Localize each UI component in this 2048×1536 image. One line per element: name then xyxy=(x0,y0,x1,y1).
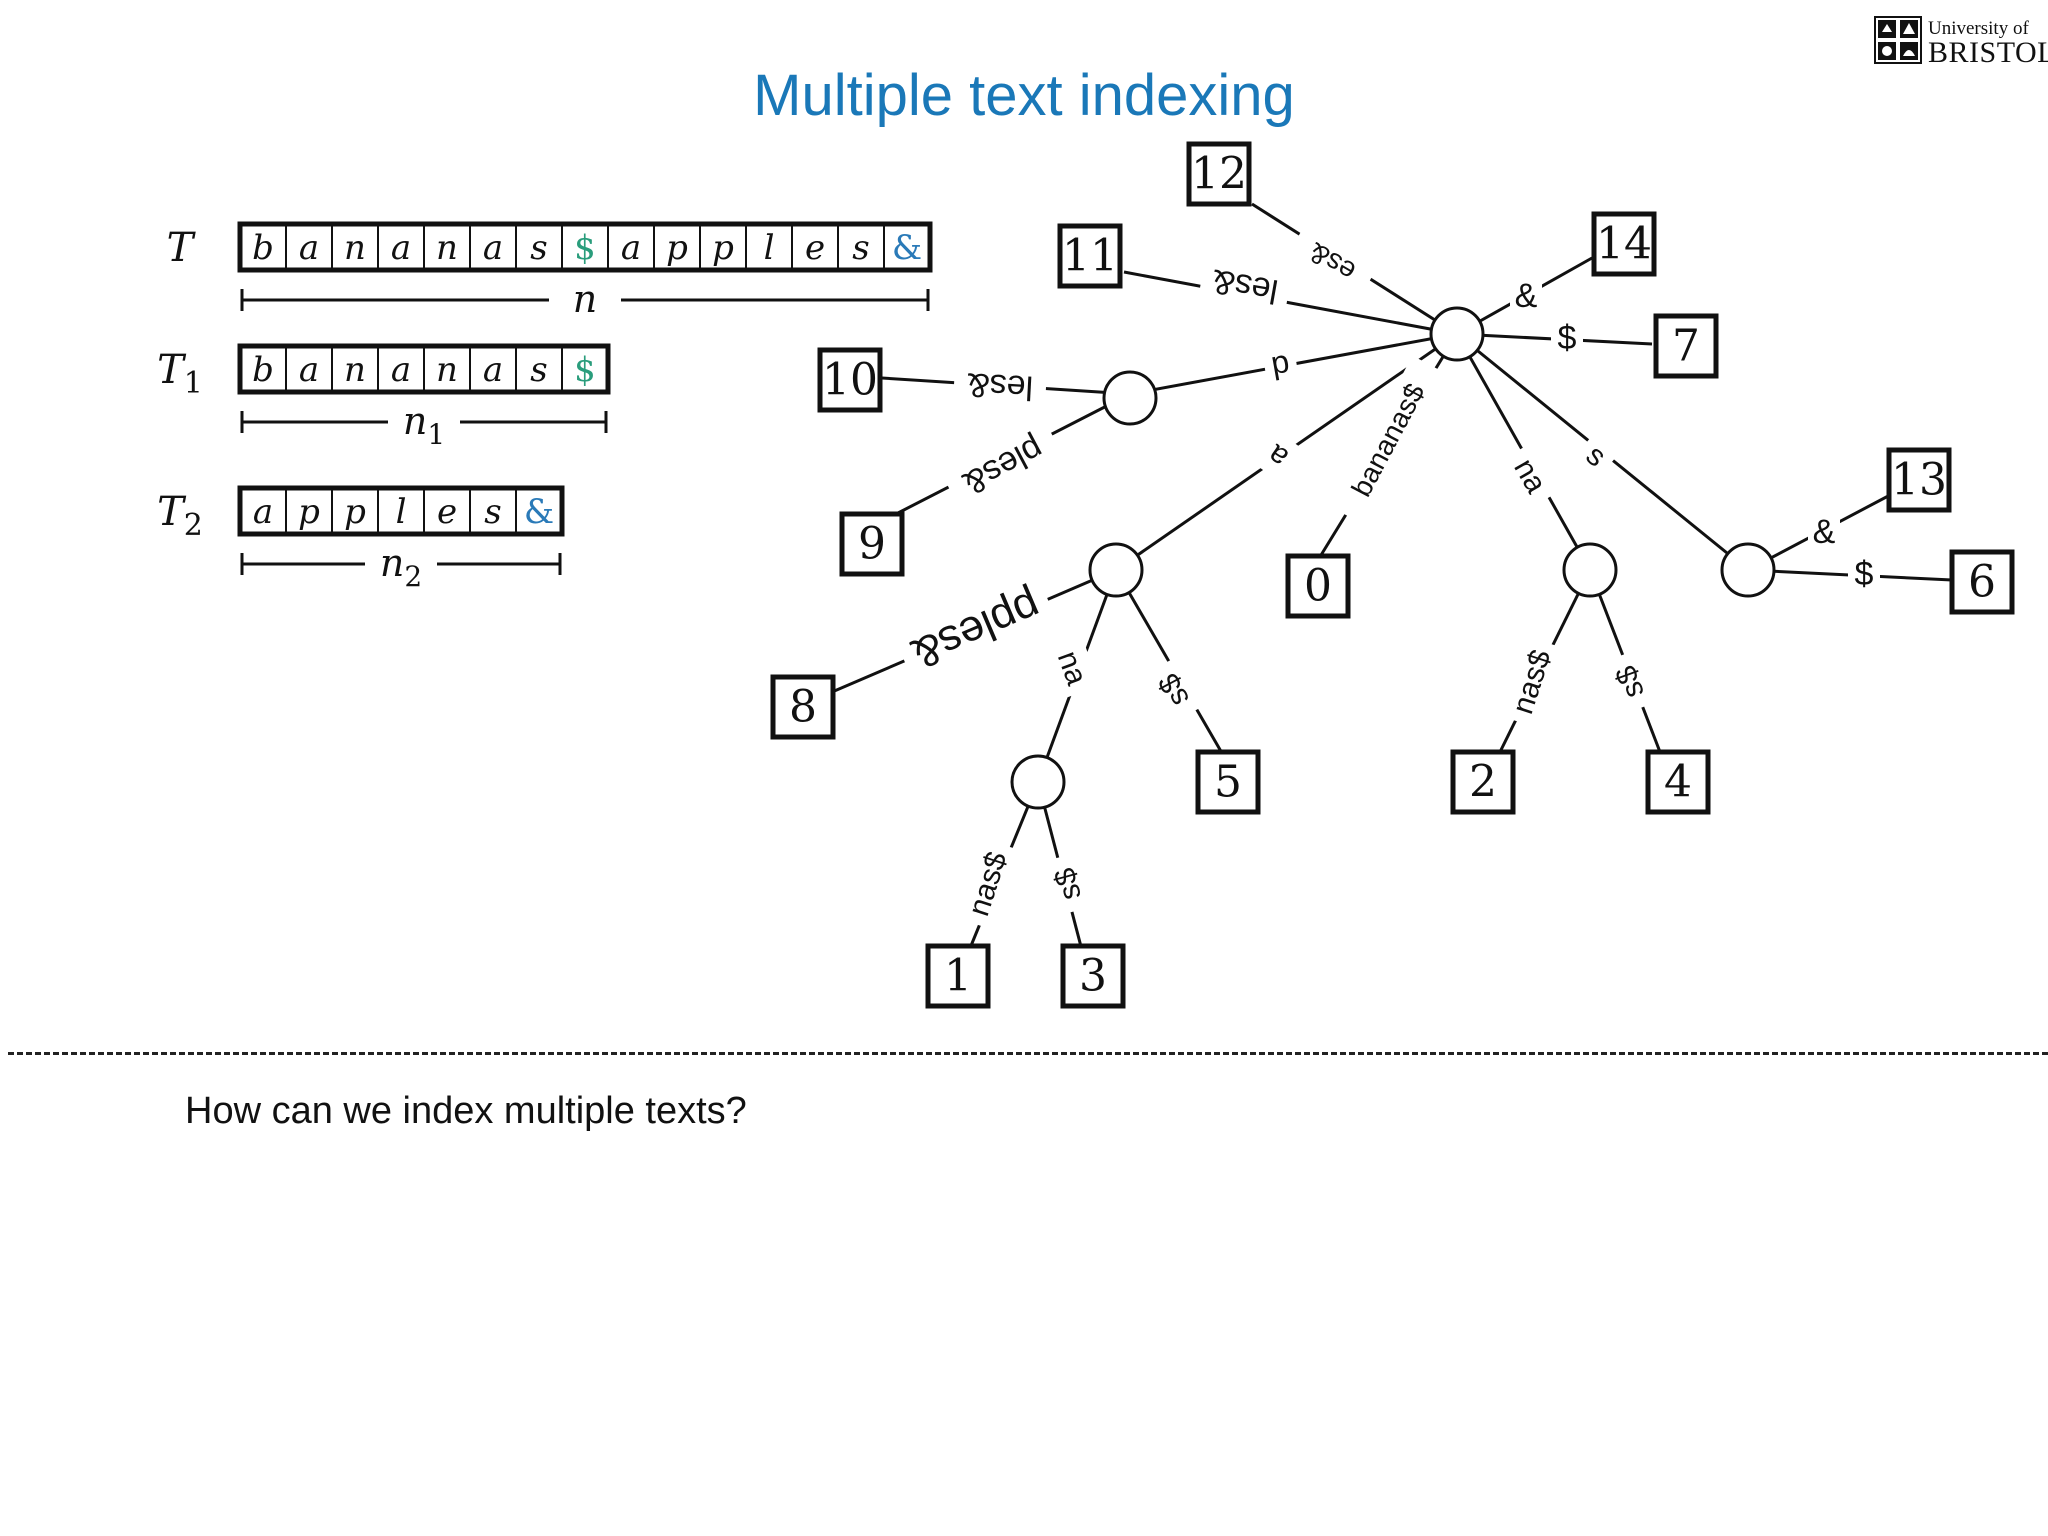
array-cell-char: s xyxy=(852,228,869,268)
leaf-0: 0 xyxy=(1304,561,1332,612)
array-cell-char: p xyxy=(298,492,320,532)
array-name: T2 xyxy=(157,489,203,543)
edge-label-a-8: pples& xyxy=(905,581,1048,679)
edge-label-s-6: $ xyxy=(1855,555,1874,593)
array-cell-char: l xyxy=(764,228,775,268)
length-label: n xyxy=(573,277,597,321)
tree-edge xyxy=(1123,270,1458,336)
leaf-14: 14 xyxy=(1596,219,1652,270)
edge-label-root-7: $ xyxy=(1558,319,1577,357)
leaf-5: 5 xyxy=(1214,757,1242,808)
array-cell-char: b xyxy=(252,350,274,390)
edge-label-root-p: p xyxy=(1268,343,1292,382)
array-cell-char: n xyxy=(344,228,366,268)
array-cell-char: $ xyxy=(574,350,596,390)
slide-question: How can we index multiple texts? xyxy=(185,1090,747,1132)
array-name-subscript: 2 xyxy=(184,508,203,543)
length-label: n2 xyxy=(380,541,422,593)
array-cell-char: a xyxy=(391,228,411,268)
array-cell-char: n xyxy=(436,228,458,268)
length-label-subscript: 2 xyxy=(404,560,422,593)
leaf-3: 3 xyxy=(1079,951,1107,1002)
slide-title: Multiple text indexing xyxy=(753,63,1295,128)
array-frame xyxy=(237,221,933,273)
edge-label-s-13: & xyxy=(1813,513,1836,551)
tree-node-na xyxy=(1562,542,1618,598)
array-cell-char: a xyxy=(483,350,503,390)
array-cell-char: s xyxy=(530,228,547,268)
leaf-11: 11 xyxy=(1062,231,1118,282)
tree-node-ana xyxy=(1010,754,1066,810)
array-cell-char: s xyxy=(484,492,501,532)
leaf-12: 12 xyxy=(1191,149,1247,200)
edge-label-p-10: les& xyxy=(966,365,1034,406)
array-cell-char: a xyxy=(299,350,319,390)
array-cell-char: a xyxy=(299,228,319,268)
logo-text-university: University of xyxy=(1928,18,2029,39)
array-cell-char: l xyxy=(396,492,407,532)
array-cell-char: p xyxy=(712,228,734,268)
leaf-7: 7 xyxy=(1672,321,1700,372)
edge-label-p-9: ples& xyxy=(956,429,1049,503)
leaf-6: 6 xyxy=(1968,557,1996,608)
tree-node-s xyxy=(1720,542,1776,598)
array-cell-char: a xyxy=(483,228,503,268)
logo-text-bristol: BRISTOL xyxy=(1928,36,2048,69)
array-cell-char: e xyxy=(805,228,825,268)
leaf-10: 10 xyxy=(822,355,878,406)
array-name: T xyxy=(167,225,197,271)
array-name: T1 xyxy=(157,347,203,401)
array-cell-char: p xyxy=(344,492,366,532)
edge-label-root-14: & xyxy=(1515,277,1538,315)
edge-label-root-11: les& xyxy=(1209,261,1281,310)
array-cell-char: a xyxy=(621,228,641,268)
edge-label-root-0: bananas$ xyxy=(1345,378,1430,502)
tree-node-p xyxy=(1102,370,1158,426)
array-name-subscript: 1 xyxy=(184,366,203,401)
array-cell-char: & xyxy=(892,228,922,268)
leaf-2: 2 xyxy=(1469,757,1497,808)
array-cell-char: $ xyxy=(574,228,596,268)
leaf-9: 9 xyxy=(858,519,886,570)
array-cell-char: e xyxy=(437,492,457,532)
bristol-crest-icon xyxy=(1874,16,1922,64)
array-cell-char: s xyxy=(530,350,547,390)
array-frame xyxy=(237,485,565,537)
leaf-1: 1 xyxy=(944,951,972,1002)
length-label-subscript: 1 xyxy=(427,418,445,451)
length-label: n1 xyxy=(403,399,445,451)
array-cell-char: p xyxy=(666,228,688,268)
array-cell-char: n xyxy=(344,350,366,390)
tree-node-root xyxy=(1429,306,1485,362)
leaf-4: 4 xyxy=(1664,757,1692,808)
array-cell-char: a xyxy=(253,492,273,532)
array-cell-char: n xyxy=(436,350,458,390)
leaf-13: 13 xyxy=(1891,455,1947,506)
array-cell-char: b xyxy=(252,228,274,268)
leaf-8: 8 xyxy=(789,682,817,733)
array-cell-char: & xyxy=(524,492,554,532)
tree-node-a xyxy=(1088,542,1144,598)
array-cell-char: a xyxy=(391,350,411,390)
university-logo: University of BRISTOL xyxy=(1872,14,2048,69)
section-divider xyxy=(8,1052,2048,1055)
